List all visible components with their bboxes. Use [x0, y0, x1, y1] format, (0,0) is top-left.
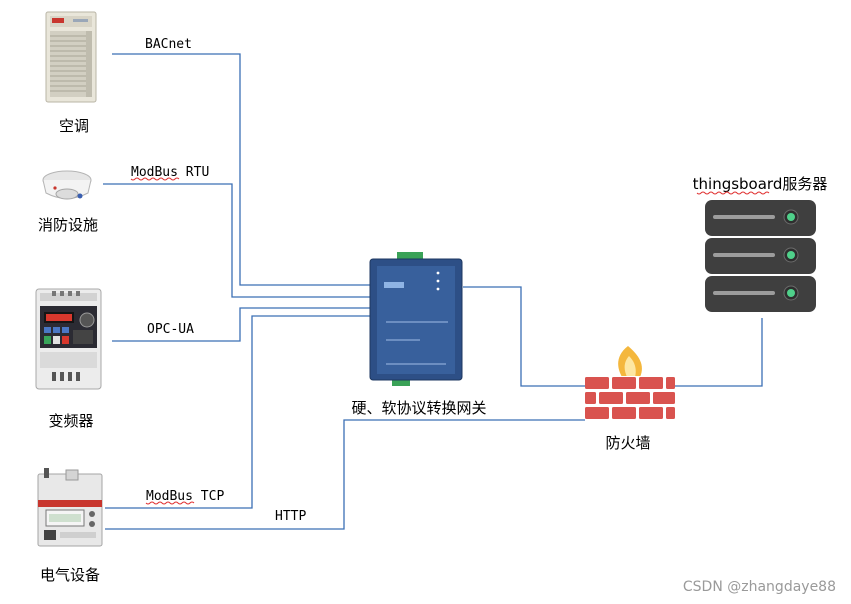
protocol-label-http: HTTP — [275, 509, 306, 524]
wire-gateway-firewall — [463, 286, 585, 387]
firewall-label: 防火墙 — [605, 434, 650, 452]
server-rack-icon — [705, 200, 816, 312]
device-label-fire-facility: 消防设施 — [38, 216, 98, 234]
protocol-label-opc-ua: OPC-UA — [147, 322, 194, 337]
protocol-label-modbus-rtu: ModBus RTU — [131, 165, 209, 180]
gateway-label: 硬、软协议转换网关 — [351, 399, 486, 417]
protocol-label-bacnet: BACnet — [145, 37, 192, 52]
wire-firewall-server — [675, 318, 763, 387]
device-label-electrical-equipment: 电气设备 — [40, 566, 100, 584]
csdn-watermark: CSDN @zhangdaye88 — [683, 579, 836, 595]
smoke-detector-icon — [42, 170, 92, 200]
server-label: thingsboard服务器 — [693, 175, 828, 193]
spellcheck-underline — [145, 501, 195, 505]
wire-modbus-tcp — [105, 315, 370, 509]
electrical-meter-icon — [37, 468, 103, 547]
gateway-device-icon — [369, 252, 463, 386]
wire-modbus-rtu — [103, 183, 370, 298]
protocol-label-modbus-tcp: ModBus TCP — [146, 489, 224, 504]
firewall-icon — [585, 346, 675, 422]
spellcheck-underline — [130, 177, 180, 181]
wire-opc-ua — [112, 307, 370, 342]
wire-http — [105, 419, 585, 530]
wire-bacnet — [112, 53, 370, 286]
device-label-frequency-converter: 变频器 — [48, 412, 93, 430]
device-label-air-conditioner: 空调 — [59, 117, 89, 135]
connection-wires — [103, 53, 763, 530]
air-conditioner-icon — [45, 11, 97, 103]
frequency-converter-icon — [35, 288, 102, 390]
spellcheck-underline — [696, 191, 770, 195]
